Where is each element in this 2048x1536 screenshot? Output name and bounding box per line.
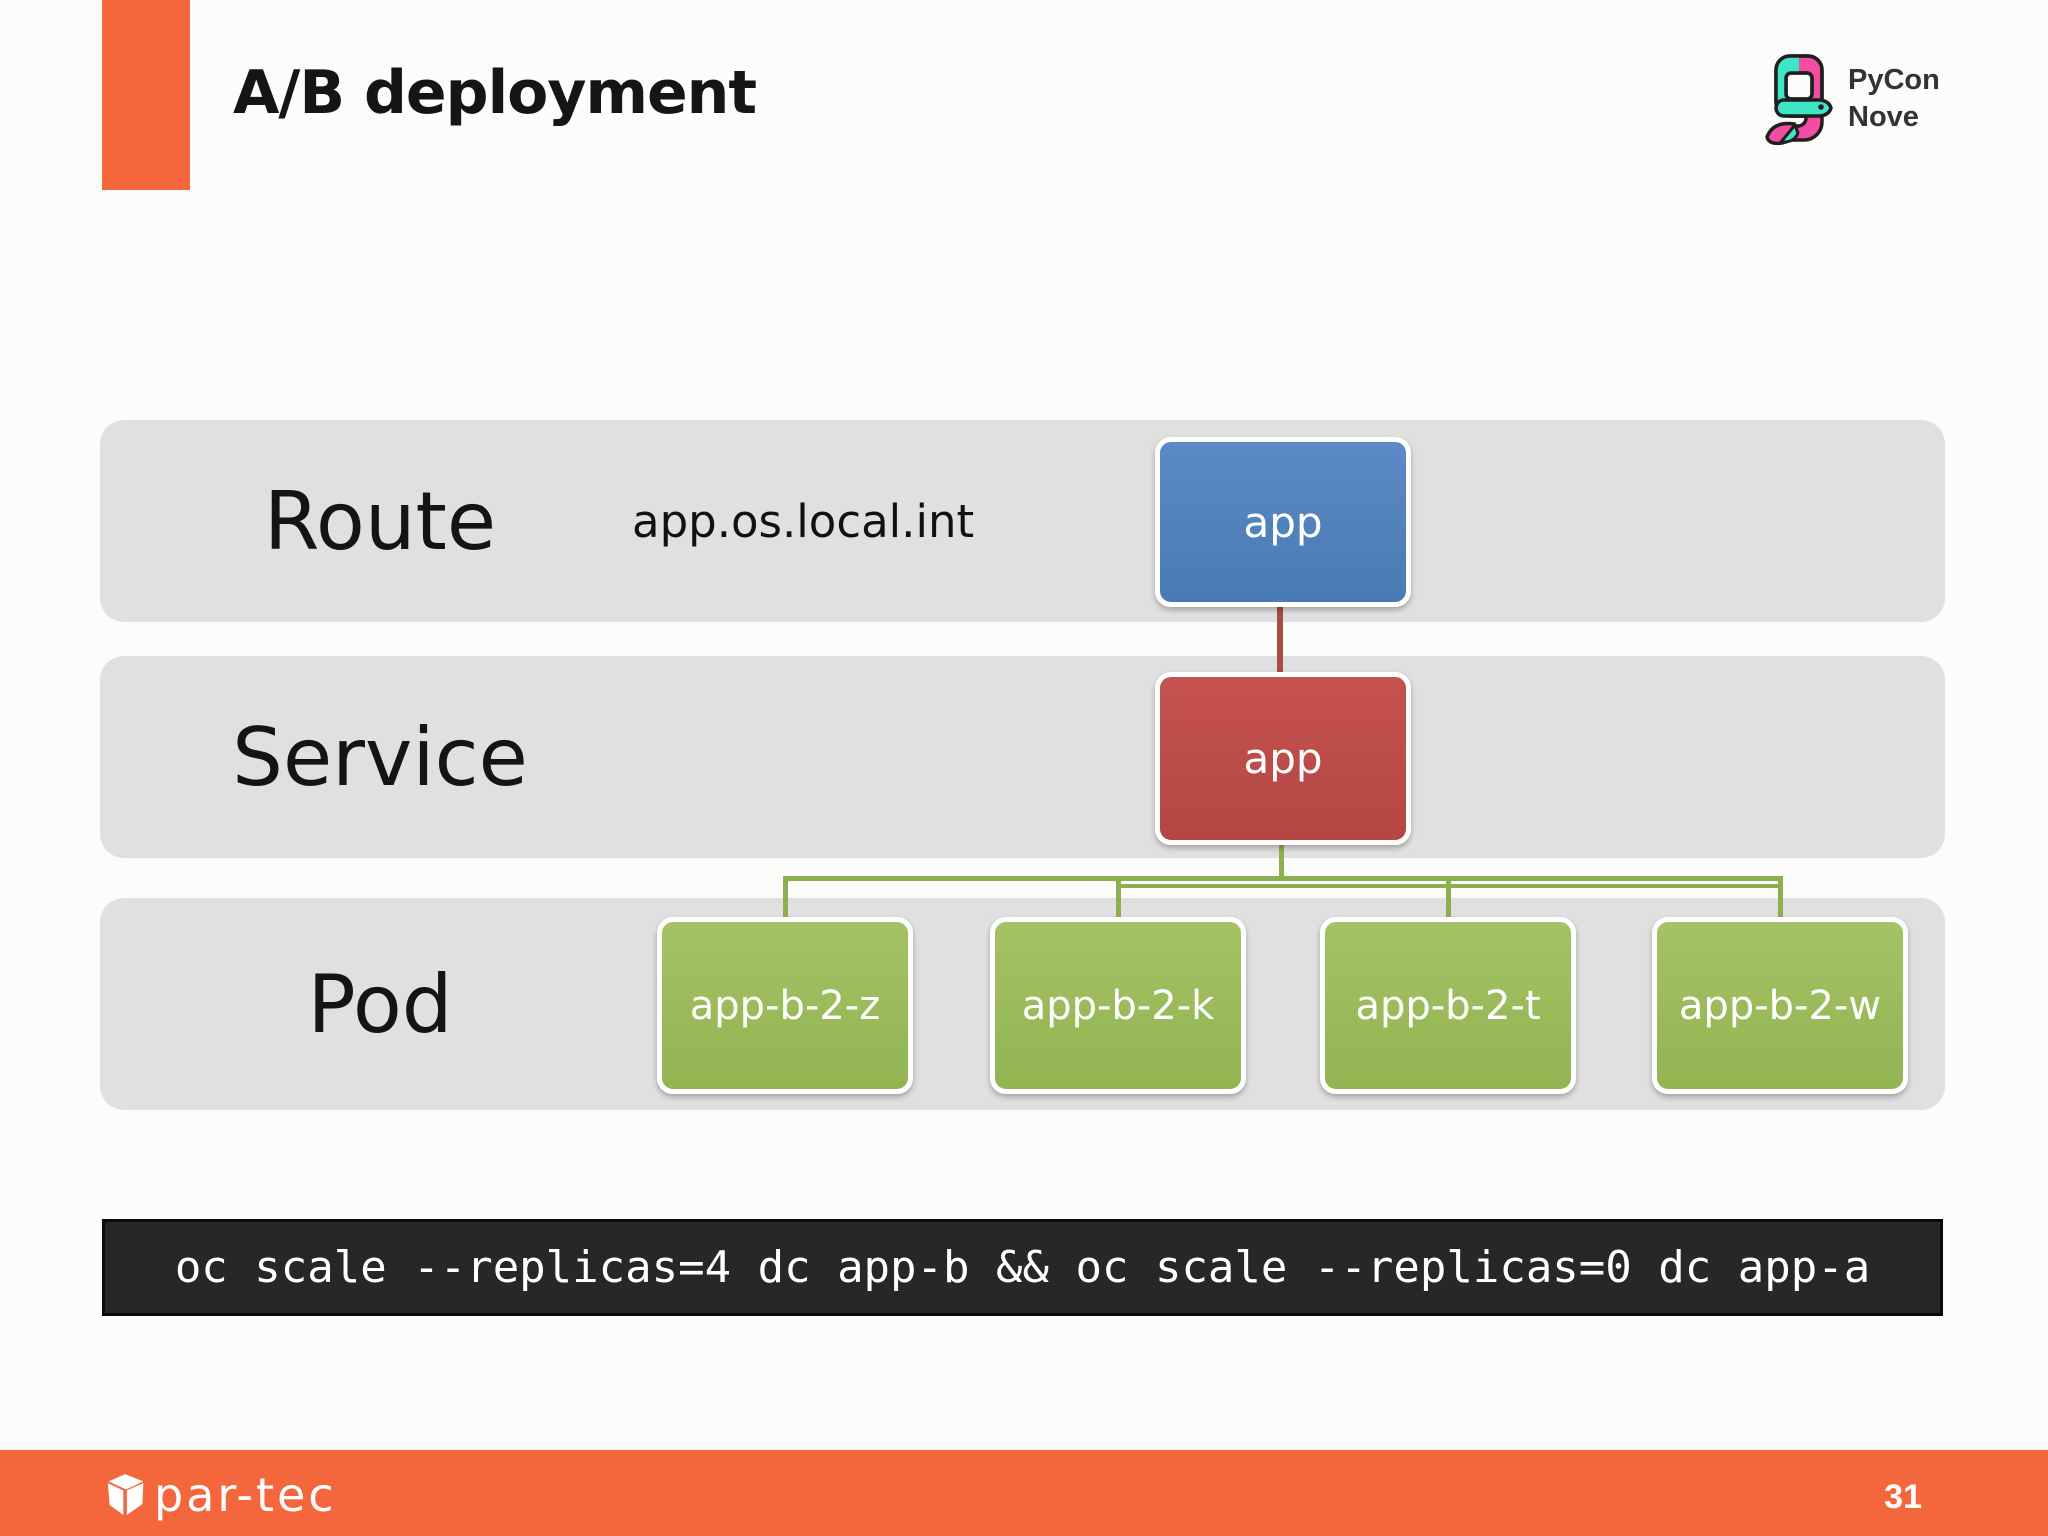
pod-node: app-b-2-z	[657, 917, 913, 1094]
route-app-node: app	[1155, 437, 1411, 607]
service-row-label: Service	[232, 710, 528, 804]
partec-logo: par-tec	[106, 1468, 337, 1522]
pycon-nove-logo-text: PyCon Nove	[1848, 62, 1940, 136]
accent-bar	[102, 0, 190, 190]
pod-node: app-b-2-w	[1652, 917, 1908, 1094]
partec-logo-text: par-tec	[154, 1468, 337, 1522]
route-row-label: Route	[263, 474, 497, 568]
snake-eye	[1818, 104, 1824, 110]
connector-route-to-service	[1277, 604, 1283, 674]
service-app-node: app	[1155, 672, 1411, 845]
slide-title: A/B deployment	[233, 58, 757, 128]
oc-scale-command: oc scale --replicas=4 dc app-b && oc sca…	[174, 1242, 1871, 1293]
pycon-logo-line2: Nove	[1848, 101, 1919, 133]
connector-drop-pod3	[1446, 876, 1451, 920]
pod-row-label: Pod	[307, 957, 453, 1051]
code-bar: oc scale --replicas=4 dc app-b && oc sca…	[102, 1219, 1943, 1316]
connector-service-stem	[1279, 843, 1284, 880]
pod-node: app-b-2-t	[1320, 917, 1576, 1094]
connector-horizontal	[783, 876, 1783, 881]
footer-bar	[0, 1450, 2048, 1536]
route-row	[100, 420, 1945, 622]
route-hostname: app.os.local.int	[632, 494, 975, 548]
pycon-nove-logo-icon	[1762, 54, 1836, 146]
connector-drop-pod2	[1116, 876, 1121, 920]
service-row	[100, 656, 1945, 858]
page-number: 31	[1884, 1478, 1922, 1516]
partec-cube-icon	[107, 1474, 144, 1515]
pod-node: app-b-2-k	[990, 917, 1246, 1094]
pycon-logo-line1: PyCon	[1848, 64, 1940, 96]
connector-drop-pod1	[783, 876, 788, 920]
connector-drop-pod4	[1778, 876, 1783, 920]
